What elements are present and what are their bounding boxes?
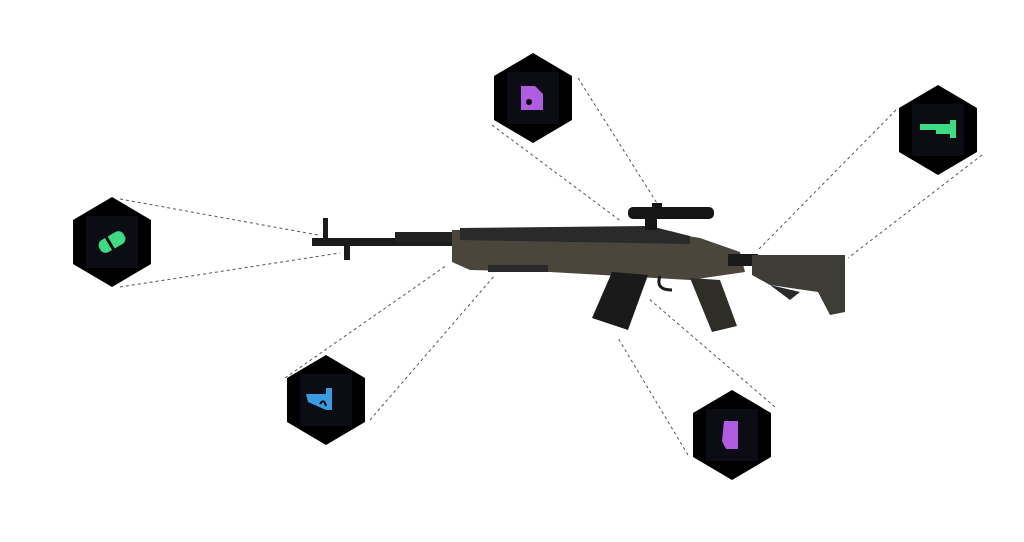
foregrip-icon — [306, 388, 332, 410]
stock-icon — [920, 120, 956, 138]
magazine-icon — [722, 421, 738, 449]
connector-foregrip — [284, 264, 448, 379]
connector-muzzle — [119, 252, 341, 288]
connector-stock — [757, 109, 897, 251]
connector-magazine — [647, 297, 776, 408]
connector-stock — [847, 154, 983, 259]
attachment-slot-stock[interactable] — [899, 85, 977, 175]
connector-foregrip — [369, 274, 496, 421]
scope-icon — [521, 86, 543, 110]
muzzle-icon — [98, 231, 126, 253]
connector-scope — [491, 124, 623, 223]
attachment-slot-muzzle[interactable] — [73, 197, 151, 287]
attachment-slot-foregrip[interactable] — [287, 355, 365, 445]
attachment-slot-magazine[interactable] — [693, 390, 771, 480]
connector-magazine — [617, 337, 689, 456]
rifle-image — [312, 203, 845, 332]
attachment-slot-scope[interactable] — [494, 53, 572, 143]
connector-lines — [119, 77, 983, 456]
connector-scope — [577, 77, 661, 209]
